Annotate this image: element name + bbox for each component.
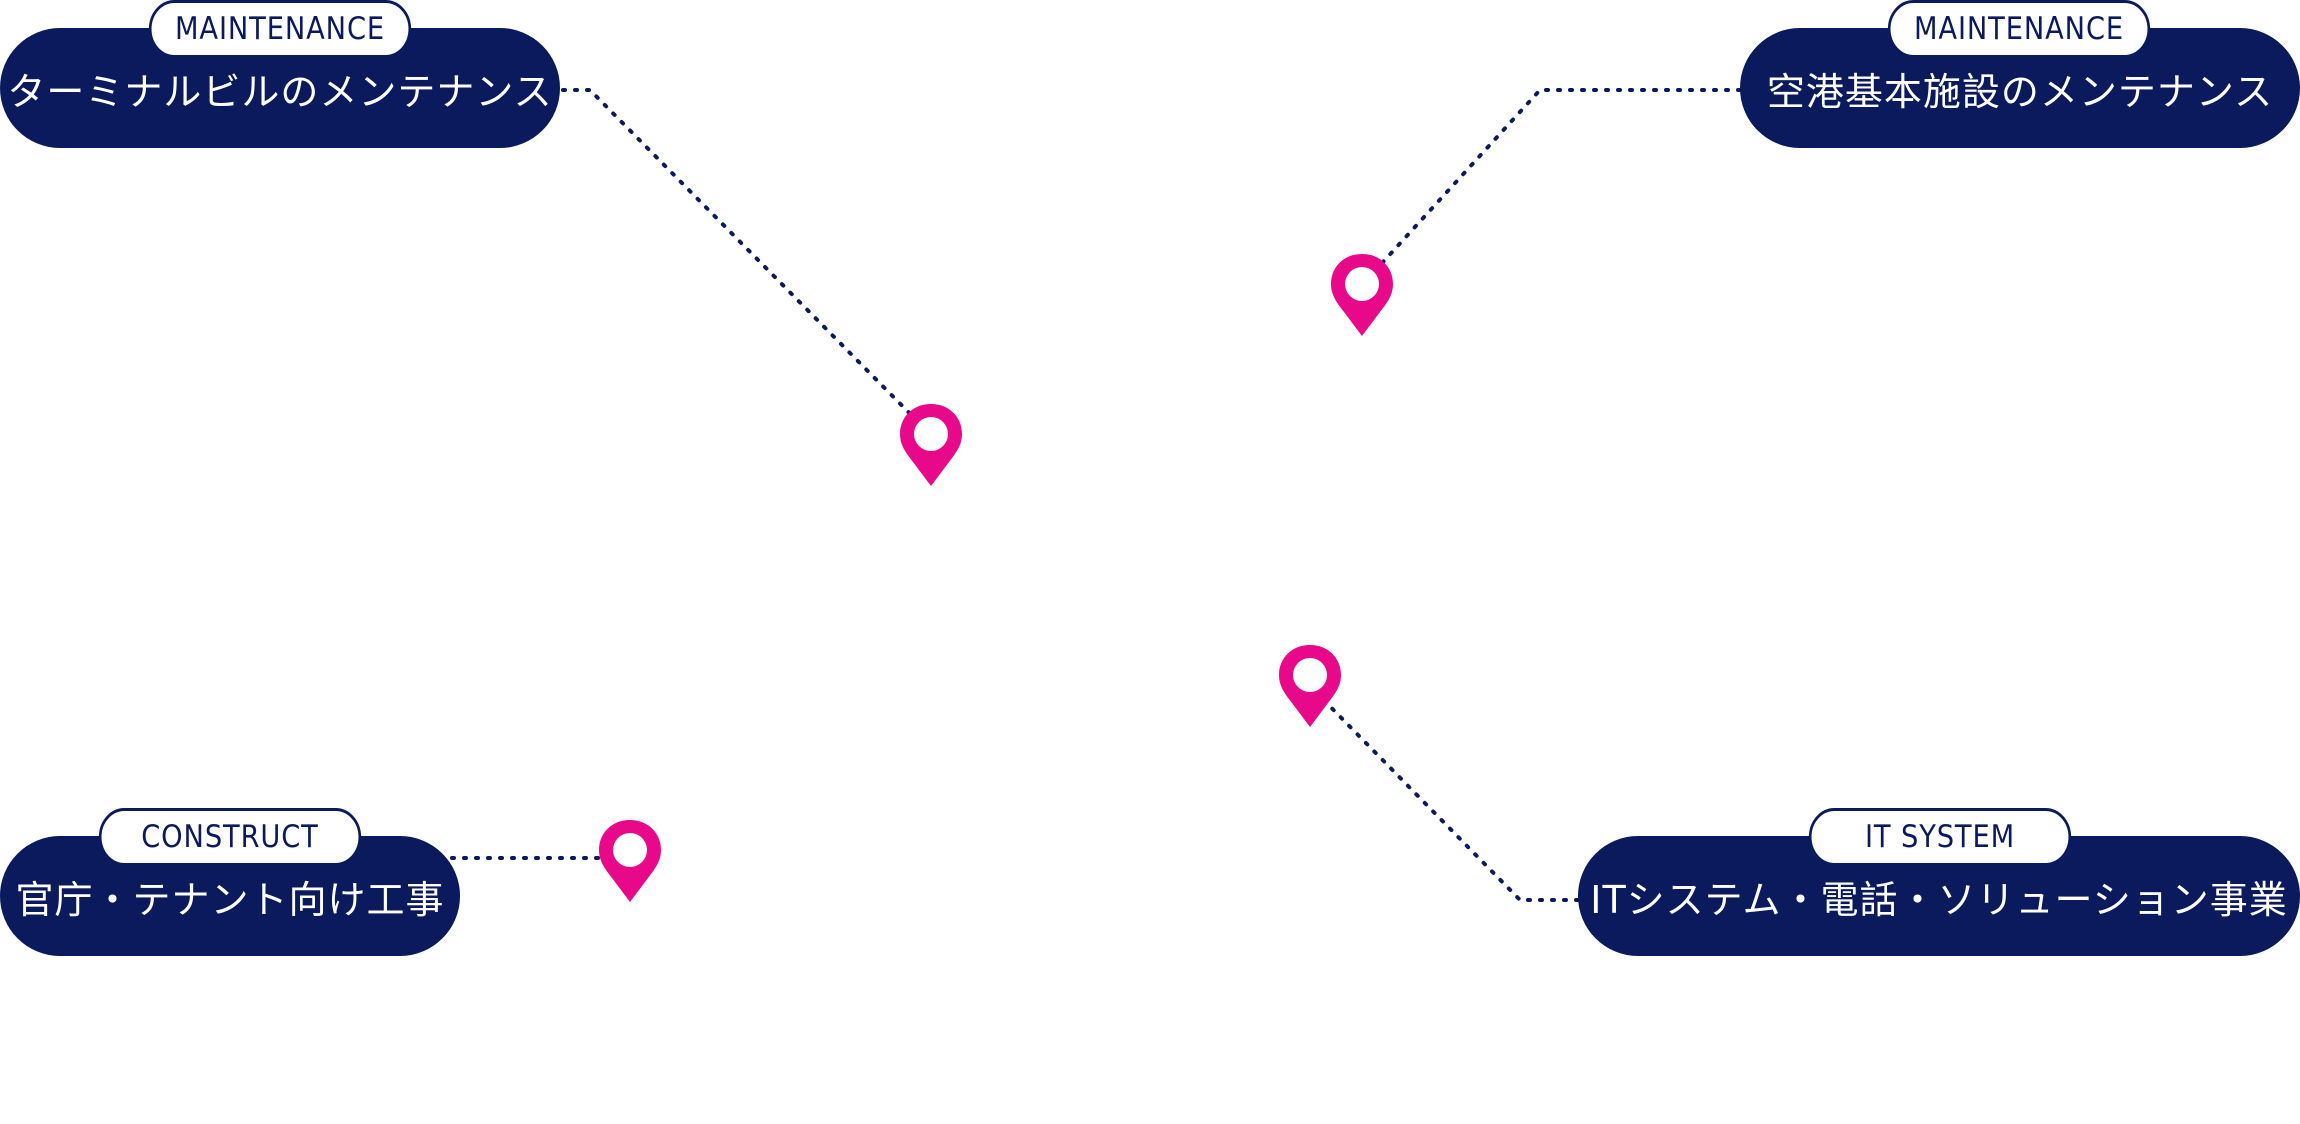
callout-it-system[interactable]: ITシステム・電話・ソリューション事業 bbox=[1578, 836, 2300, 956]
category-tag-maintenance: MAINTENANCE bbox=[148, 0, 412, 58]
map-pin-icon[interactable] bbox=[1328, 252, 1396, 340]
connector-line-airport bbox=[1360, 88, 1742, 287]
category-tag-construct: CONSTRUCT bbox=[98, 808, 362, 866]
connector-line-it bbox=[1308, 684, 1580, 902]
connector-line-terminal bbox=[561, 88, 934, 438]
map-pin-icon[interactable] bbox=[1276, 643, 1344, 731]
callout-label: 空港基本施設のメンテナンス bbox=[1766, 69, 2274, 114]
callout-label: 官庁・テナント向け工事 bbox=[15, 877, 445, 922]
callout-label: ターミナルビルのメンテナンス bbox=[7, 69, 553, 114]
callout-terminal-maintenance[interactable]: ターミナルビルのメンテナンス bbox=[0, 28, 560, 148]
callout-label: ITシステム・電話・ソリューション事業 bbox=[1590, 877, 2288, 922]
map-pin-icon[interactable] bbox=[596, 818, 664, 906]
category-tag-it-system: IT SYSTEM bbox=[1808, 808, 2072, 866]
category-tag-maintenance: MAINTENANCE bbox=[1887, 0, 2151, 58]
map-pin-icon[interactable] bbox=[897, 402, 965, 490]
